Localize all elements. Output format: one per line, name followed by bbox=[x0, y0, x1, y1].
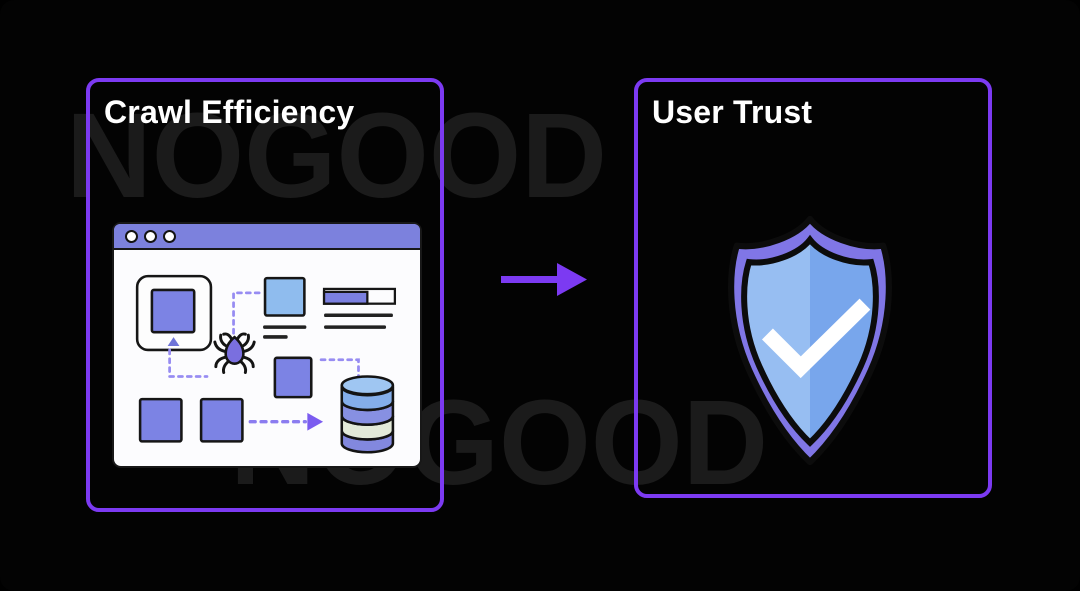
window-dot-icon bbox=[163, 229, 176, 243]
progress-bar-element bbox=[322, 287, 397, 329]
arrow-right-icon bbox=[501, 263, 587, 296]
crawl-efficiency-card: Crawl Efficiency bbox=[86, 78, 444, 512]
dashed-arrow-to-database bbox=[248, 412, 324, 431]
database-icon bbox=[340, 375, 395, 454]
browser-titlebar bbox=[114, 224, 420, 250]
crawl-efficiency-title: Crawl Efficiency bbox=[104, 94, 355, 130]
watermark-text-top: NOGOOD bbox=[66, 87, 607, 223]
page-node-square bbox=[138, 397, 183, 443]
user-trust-card: User Trust bbox=[634, 78, 992, 498]
spider-icon bbox=[213, 332, 256, 375]
page-node-square bbox=[199, 397, 244, 443]
page-thumbnail-blue bbox=[263, 276, 307, 339]
user-trust-title: User Trust bbox=[652, 94, 813, 130]
checkmark-icon bbox=[761, 298, 871, 379]
selected-page-node bbox=[135, 274, 213, 352]
browser-window-illustration bbox=[112, 222, 422, 468]
window-dot-icon bbox=[125, 229, 138, 243]
crawl-path-dashes bbox=[168, 291, 360, 379]
page-node-square bbox=[273, 356, 313, 399]
crawler-illustration bbox=[135, 274, 397, 454]
window-dot-icon bbox=[144, 229, 157, 243]
shield-check-icon bbox=[728, 215, 892, 466]
